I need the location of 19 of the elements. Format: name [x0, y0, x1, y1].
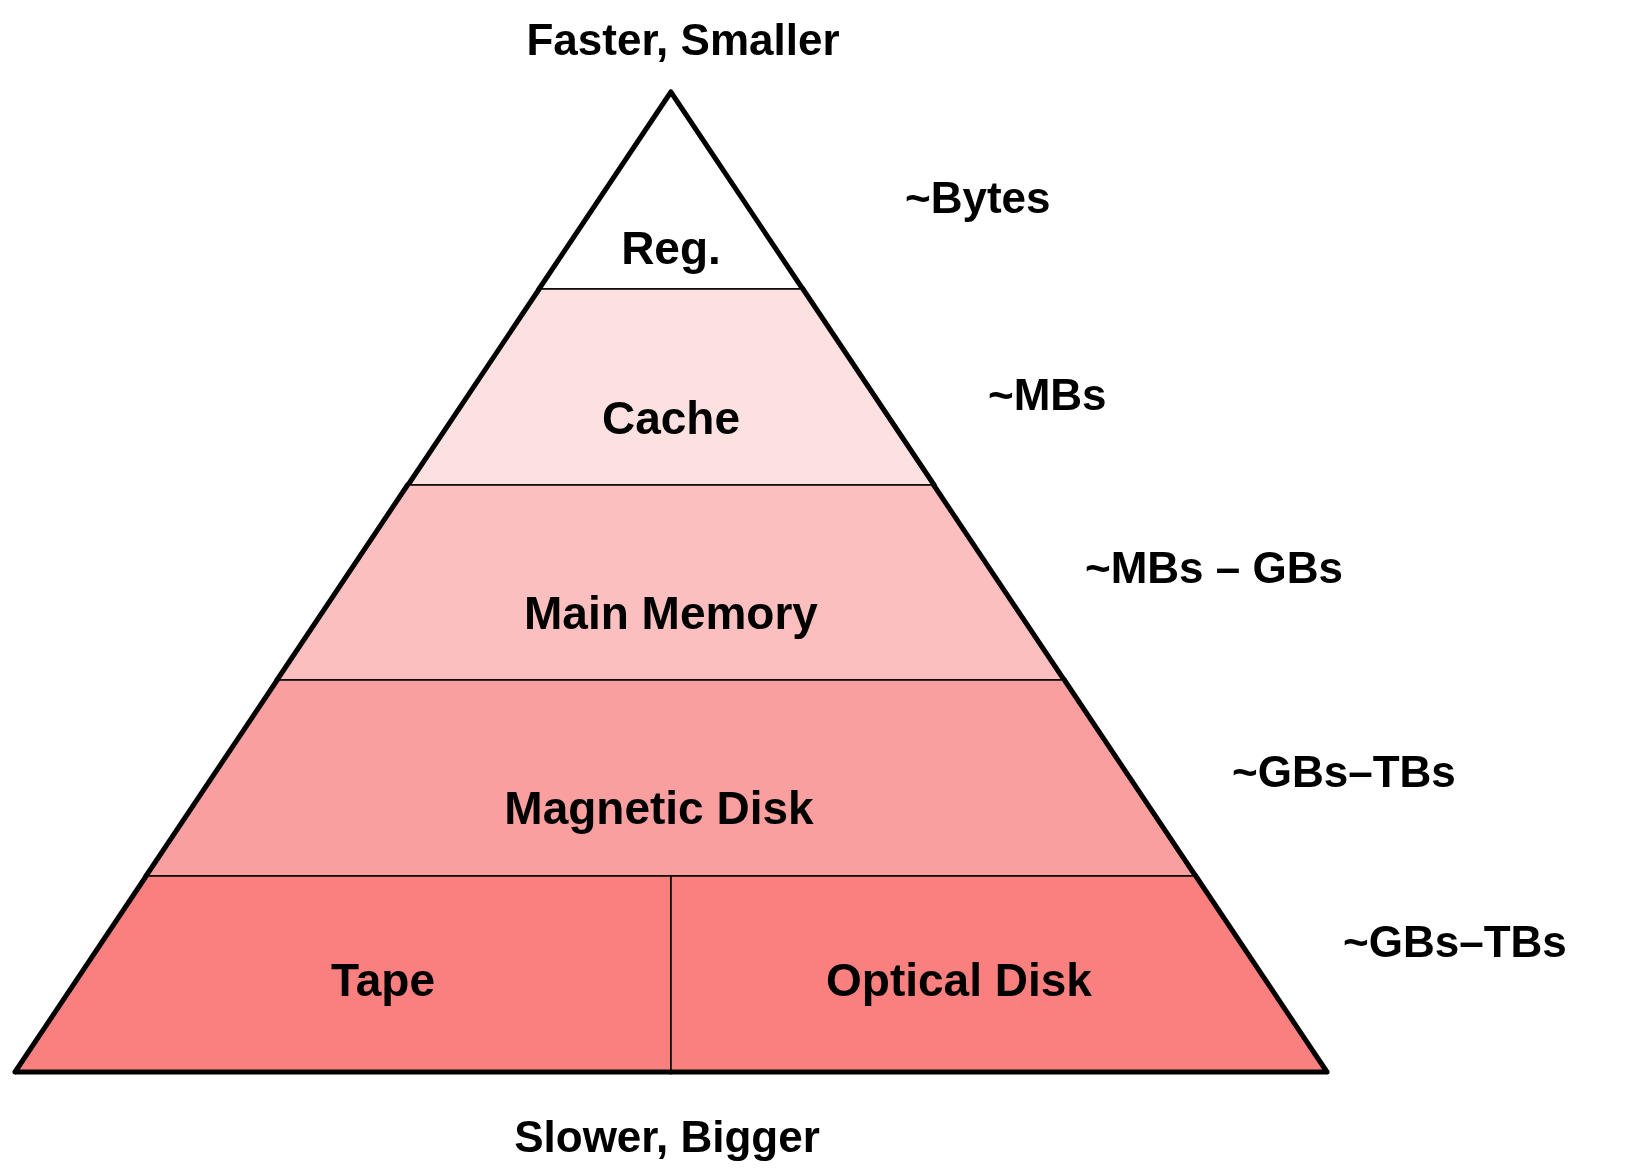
tier-label: Reg.	[621, 221, 721, 275]
tier-label: Tape	[331, 953, 435, 1007]
top-axis-label: Faster, Smaller	[526, 15, 840, 65]
capacity-label: ~MBs – GBs	[1085, 543, 1343, 593]
tier-label: Magnetic Disk	[504, 781, 814, 835]
pyramid-tier	[277, 485, 1065, 680]
pyramid-tier	[15, 876, 671, 1072]
capacity-label: ~Bytes	[905, 173, 1051, 223]
pyramid-tier	[407, 289, 935, 485]
pyramid-tier	[539, 92, 803, 289]
tier-label: Cache	[601, 391, 740, 445]
bottom-axis-label: Slower, Bigger	[514, 1112, 820, 1162]
pyramid-tier	[671, 876, 1327, 1072]
capacity-label: ~MBs	[988, 370, 1107, 420]
capacity-label: ~GBs–TBs	[1232, 747, 1456, 797]
tier-label: Optical Disk	[826, 953, 1092, 1007]
capacity-label: ~GBs–TBs	[1343, 917, 1567, 967]
pyramid-tier	[146, 680, 1196, 876]
tier-label: Main Memory	[524, 586, 818, 640]
